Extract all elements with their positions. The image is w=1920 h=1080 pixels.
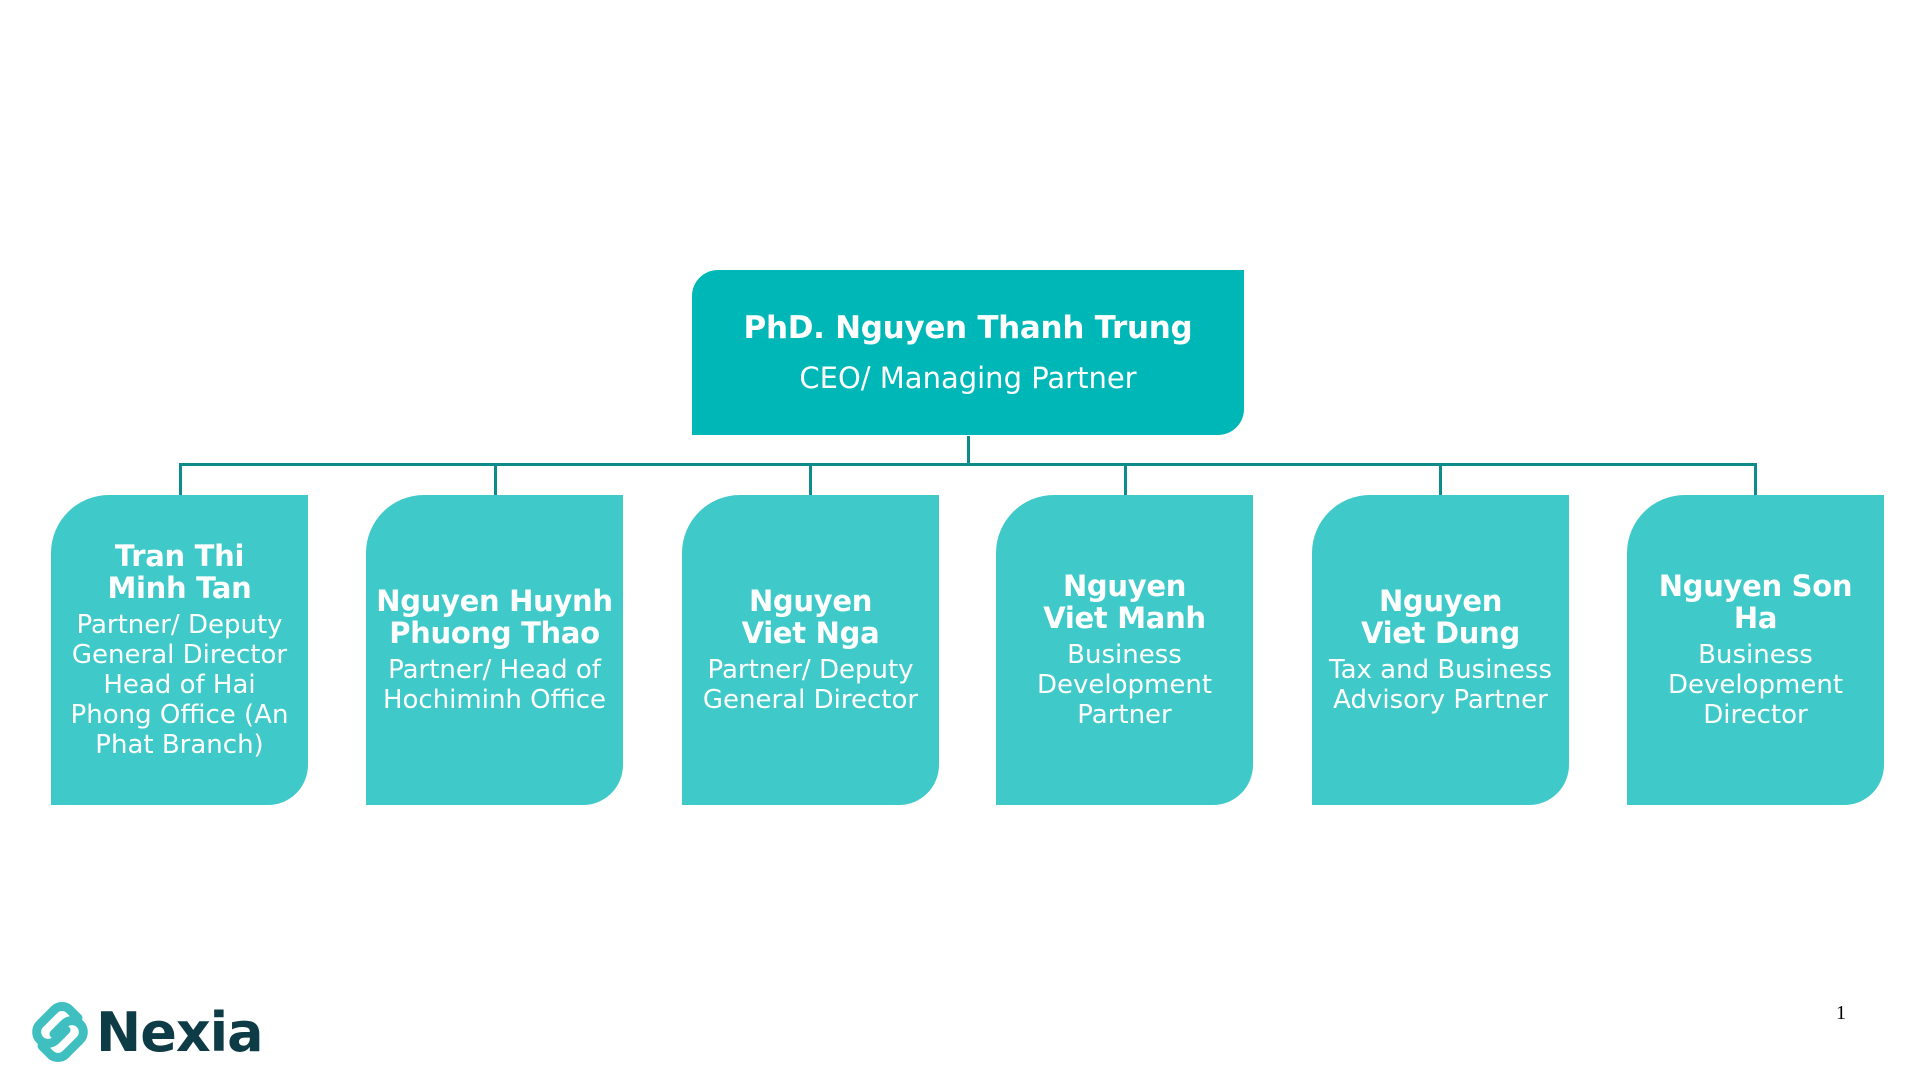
member-name: Nguyen Viet Manh: [1043, 569, 1206, 635]
nexia-rings-icon: [32, 1002, 88, 1062]
member-box: Nguyen Son Ha Business Development Direc…: [1627, 495, 1884, 805]
member-role: Tax and Business Advisory Partner: [1329, 655, 1552, 715]
member-name: Nguyen Son Ha: [1658, 569, 1853, 635]
member-box: Nguyen Viet Nga Partner/ Deputy General …: [682, 495, 939, 805]
nexia-logo: Nexia: [30, 1000, 264, 1064]
member-connector: [179, 463, 182, 495]
member-box: Tran Thi Minh Tan Partner/ Deputy Genera…: [51, 495, 308, 805]
ceo-name: PhD. Nguyen Thanh Trung: [743, 309, 1193, 346]
member-connector: [1439, 463, 1442, 495]
member-name: Tran Thi Minh Tan: [107, 539, 252, 605]
member-name: Nguyen Viet Nga: [741, 584, 880, 650]
member-box: Nguyen Huynh Phuong Thao Partner/ Head o…: [366, 495, 623, 805]
member-connector: [494, 463, 497, 495]
member-name: Nguyen Huynh Phuong Thao: [376, 584, 613, 650]
member-connector: [1754, 463, 1757, 495]
ceo-box: PhD. Nguyen Thanh Trung CEO/ Managing Pa…: [692, 270, 1244, 435]
ceo-role: CEO/ Managing Partner: [799, 360, 1137, 395]
member-role: Partner/ Deputy General Director: [702, 655, 919, 715]
member-box: Nguyen Viet Manh Business Development Pa…: [996, 495, 1253, 805]
member-connector: [1124, 463, 1127, 495]
member-box: Nguyen Viet Dung Tax and Business Adviso…: [1312, 495, 1569, 805]
member-role: Partner/ Head of Hochiminh Office: [382, 655, 607, 715]
horizontal-connector: [179, 463, 1757, 466]
brand-name: Nexia: [96, 1000, 264, 1064]
ceo-connector: [967, 436, 970, 465]
member-name: Nguyen Viet Dung: [1361, 584, 1520, 650]
member-role: Partner/ Deputy General Director Head of…: [70, 610, 289, 760]
member-role: Business Development Director: [1667, 640, 1844, 730]
member-role: Business Development Partner: [1036, 640, 1213, 730]
member-connector: [809, 463, 812, 495]
page-number: 1: [1836, 1002, 1846, 1024]
